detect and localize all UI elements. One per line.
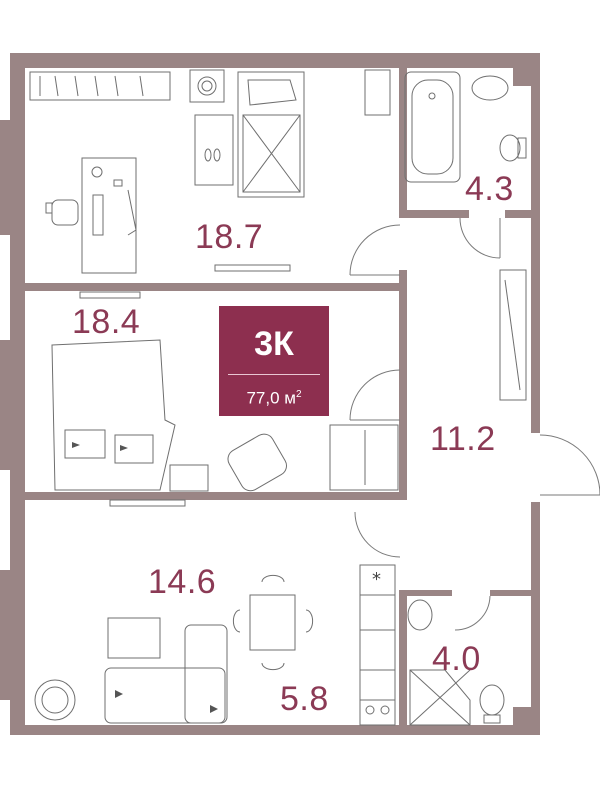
decor xyxy=(72,442,218,713)
doors xyxy=(349,217,600,631)
badge-divider xyxy=(228,374,320,375)
area-kitchen: 5.8 xyxy=(280,680,329,718)
room-count: 3К xyxy=(254,325,294,363)
total-area-unit-power: 2 xyxy=(295,389,302,400)
area-hallway: 11.2 xyxy=(430,420,496,458)
area-bathroom: 4.3 xyxy=(465,170,514,208)
kitchen-hood-symbol: * xyxy=(372,569,381,590)
area-bedroom-middle: 18.4 xyxy=(72,303,141,341)
total-area-value: 77,0 м xyxy=(246,388,296,408)
furniture xyxy=(29,69,527,726)
total-area: 77,0 м2 xyxy=(219,385,329,409)
walls xyxy=(0,53,540,735)
area-toilet-shower: 4.0 xyxy=(432,640,481,678)
apartment-badge: 3К 77,0 м2 xyxy=(219,306,329,416)
area-bedroom-top: 18.7 xyxy=(195,218,264,256)
area-living-room: 14.6 xyxy=(148,563,217,601)
